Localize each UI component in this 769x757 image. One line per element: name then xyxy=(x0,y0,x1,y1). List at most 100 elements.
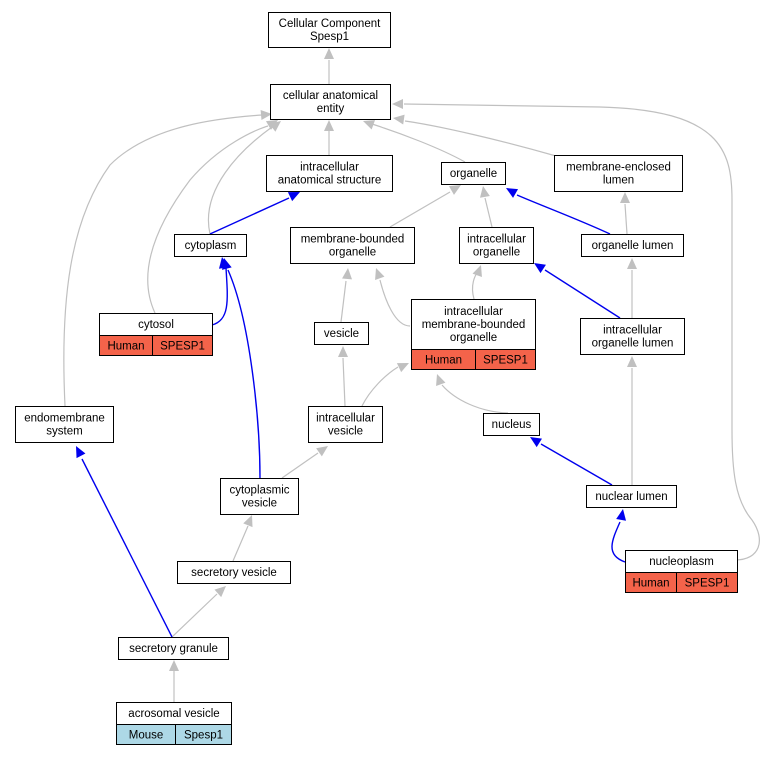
node-box xyxy=(308,406,383,443)
gene-symbol[interactable]: Spesp1 xyxy=(184,730,223,742)
gene-symbol[interactable]: SPESP1 xyxy=(685,578,730,590)
species-label: Mouse xyxy=(129,730,164,742)
node-box xyxy=(314,322,369,345)
node-box xyxy=(581,234,684,257)
node-label-line: vesicle xyxy=(324,328,359,340)
edge-cv-cytoplasm xyxy=(222,258,261,479)
node-label-line: vesicle xyxy=(242,498,277,510)
edge-sg-sv xyxy=(171,586,226,638)
node-sv[interactable]: secretory vesicle xyxy=(177,561,291,584)
annotation-row: Human SPESP1 xyxy=(99,335,213,356)
node-label-line: endomembrane xyxy=(24,413,105,425)
node-label-line: intracellular xyxy=(603,325,662,337)
node-label-line: cytoplasmic xyxy=(229,485,289,497)
node-label-line: organelle xyxy=(450,332,497,344)
annotation-row: Human SPESP1 xyxy=(411,349,536,370)
node-box xyxy=(266,155,393,192)
node-nucleus[interactable]: nucleus xyxy=(483,413,540,436)
node-label-line: membrane-bounded xyxy=(301,234,405,246)
node-organelle[interactable]: organelle xyxy=(441,162,506,185)
node-cytoplasm[interactable]: cytoplasm xyxy=(174,234,247,257)
node-label-line: cytoplasm xyxy=(185,240,237,252)
edge-iol-ol xyxy=(627,258,637,318)
node-label-line: nucleoplasm xyxy=(649,556,714,568)
gene-symbol[interactable]: SPESP1 xyxy=(483,355,528,367)
node-box xyxy=(220,478,299,515)
node-box xyxy=(459,227,534,264)
node-box xyxy=(118,637,229,660)
node-label-line: secretory granule xyxy=(129,643,218,655)
node-label-line: intracellular xyxy=(444,306,503,318)
annotation-row: Mouse Spesp1 xyxy=(116,724,232,745)
gene-symbol[interactable]: SPESP1 xyxy=(160,341,205,353)
node-box xyxy=(15,406,114,443)
node-label-line: intracellular xyxy=(316,413,375,425)
edge-ol-mel xyxy=(620,192,630,235)
node-box xyxy=(290,227,415,264)
node-label-line: entity xyxy=(317,103,345,115)
node-vesicle[interactable]: vesicle xyxy=(314,322,369,345)
node-label-line: cellular anatomical xyxy=(283,90,378,102)
node-box xyxy=(174,234,247,257)
gene-cell xyxy=(152,335,213,356)
edge-io-organelle xyxy=(479,186,493,228)
edge-imbo-io xyxy=(471,265,482,300)
node-ol[interactable]: organelle lumen xyxy=(581,234,684,257)
node-box xyxy=(586,485,677,508)
species-label: Human xyxy=(425,355,462,367)
annotation-row: Human SPESP1 xyxy=(625,572,738,593)
gene-cell xyxy=(475,349,536,370)
edge-ol-organelle xyxy=(506,188,611,235)
node-box xyxy=(441,162,506,185)
edge-nl-nucleus xyxy=(530,437,613,486)
node-label-line: membrane-enclosed xyxy=(566,162,671,174)
node-label-line: intracellular xyxy=(300,162,359,174)
edge-iv-vesicle xyxy=(338,346,348,407)
edge-av-sg xyxy=(169,660,179,702)
edge-cae-root xyxy=(324,48,334,84)
edge-vesicle-mbo xyxy=(340,268,353,323)
node-label-line: nucleus xyxy=(492,419,532,431)
edge-cytoplasm-ias xyxy=(209,192,300,235)
node-label-line: intracellular xyxy=(467,234,526,246)
edge-ias-cae xyxy=(324,120,334,155)
node-label-line: membrane-bounded xyxy=(422,319,526,331)
edge-sg-es xyxy=(76,446,173,638)
edge-nucleus-imbo xyxy=(436,374,509,414)
edge-iol-io xyxy=(534,263,621,319)
gene-cell xyxy=(676,572,738,593)
edge-cytosol-cae xyxy=(147,120,278,314)
node-box xyxy=(270,84,391,120)
edge-np-nl xyxy=(611,509,627,563)
node-nl[interactable]: nuclear lumen xyxy=(586,485,677,508)
edge-mbo-organelle xyxy=(389,185,461,228)
gene-cell xyxy=(175,724,232,745)
species-label: Human xyxy=(632,578,669,590)
node-label-line: Spesp1 xyxy=(310,31,349,43)
node-label-line: acrosomal vesicle xyxy=(128,708,219,720)
node-box xyxy=(554,155,683,192)
node-imbo[interactable]: intracellularmembrane-boundedorganelleHu… xyxy=(411,299,536,370)
node-label-line: organelle lumen xyxy=(592,240,674,252)
species-label: Human xyxy=(107,341,144,353)
node-box xyxy=(483,413,540,436)
node-label-line: nuclear lumen xyxy=(595,491,667,503)
node-sg[interactable]: secretory granule xyxy=(118,637,229,660)
node-label-line: lumen xyxy=(603,175,634,187)
node-label-line: cytosol xyxy=(138,319,174,331)
node-label-line: secretory vesicle xyxy=(191,567,277,579)
